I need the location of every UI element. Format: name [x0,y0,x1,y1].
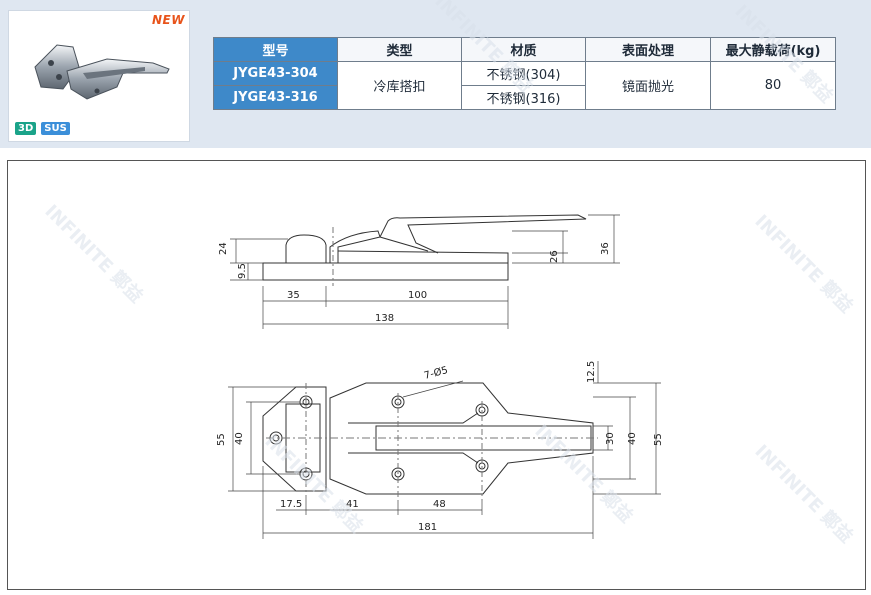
top-left-bracket [262,386,327,492]
dim-side-overall: 36 [600,242,611,255]
dim-seg-c: 48 [433,499,446,510]
product-photo [34,44,170,100]
model-cell: JYGE43-316 [213,85,338,110]
surface-cell: 镜面抛光 [585,61,711,110]
dim-hole-note: 7-Ø5 [423,364,449,382]
dim-right-inner: 40 [627,432,638,445]
spec-row: JYGE43-316 不锈钢(316) [213,85,836,110]
new-badge: NEW [152,13,185,27]
side-view [262,214,587,286]
model-cell: JYGE43-304 [213,61,338,86]
side-base-plate [262,262,509,281]
top-main-body [329,382,594,495]
spec-header-row: 型号 类型 材质 表面处理 最大静载荷(kg) [213,37,836,62]
badge-3d: 3D [15,122,37,135]
spec-table: 型号 类型 材质 表面处理 最大静载荷(kg) JYGE43-304 冷库搭扣 … [213,37,836,110]
type-cell: 冷库搭扣 [337,61,462,110]
drawing-canvas: 24 9.5 35 100 138 26 36 [216,214,664,539]
header-material: 材质 [461,37,586,62]
dim-right-slot: 30 [605,432,616,445]
technical-drawing: 24 9.5 35 100 138 26 36 [7,160,866,590]
dim-seg-a: 17.5 [280,499,302,510]
side-left-knob [285,234,327,263]
dim-top-offset: 12.5 [586,361,597,383]
badge-row: 3D SUS [15,122,70,135]
dim-left-inner: 40 [234,432,245,445]
spec-row: JYGE43-304 冷库搭扣 不锈钢(304) 镜面抛光 80 [213,61,836,110]
badge-sus: SUS [41,122,70,135]
material-cell: 不锈钢(316) [461,85,586,110]
header-model: 型号 [213,37,338,62]
top-view [262,380,598,501]
side-body [329,230,381,263]
dim-side-handle: 26 [549,250,560,263]
header-load: 最大静载荷(kg) [710,37,836,62]
dim-side-total: 138 [375,313,394,324]
side-handle [379,214,587,254]
dim-side-base: 9.5 [237,263,248,279]
dim-seg-b: 41 [346,499,359,510]
dim-total: 181 [418,522,437,533]
material-cell: 不锈钢(304) [461,61,586,86]
dim-right-outer: 55 [653,433,664,446]
dim-side-mid: 100 [408,290,427,301]
product-image-card: NEW 3D SUS [8,10,190,142]
load-cell: 80 [710,61,836,110]
header-type: 类型 [337,37,462,62]
dim-side-height: 24 [218,242,229,255]
header-surface: 表面处理 [585,37,711,62]
dim-left-outer: 55 [216,433,227,446]
dim-side-left: 35 [287,290,300,301]
